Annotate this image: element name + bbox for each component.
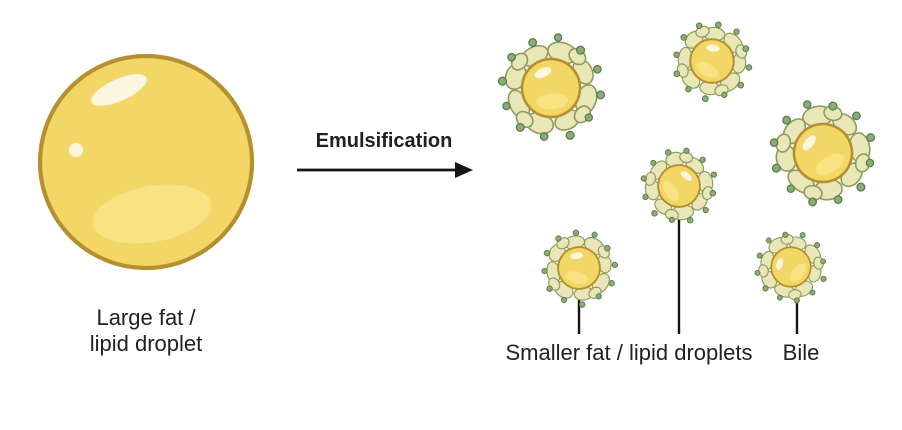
emulsification-label: Emulsification [316, 130, 453, 152]
arrow-head [455, 162, 473, 178]
large-lipid-droplet [37, 53, 255, 271]
bile-label: Bile [783, 340, 820, 365]
emulsification-arrow [297, 162, 473, 178]
large-droplet-label-line1: Large fat / [96, 305, 196, 330]
small-droplet-5 [527, 215, 632, 320]
large-droplet-label-line2: lipid droplet [90, 331, 203, 356]
large-droplet-highlight-dot [69, 143, 83, 157]
large-droplet-soft-highlight [92, 184, 212, 244]
small-droplet-3 [754, 83, 892, 221]
large-droplet-highlight [91, 74, 147, 106]
small-droplet-6 [738, 214, 843, 319]
small-droplets-label: Smaller fat / lipid droplets [506, 340, 753, 365]
small-droplet-4 [630, 136, 730, 236]
small-droplet-2 [655, 3, 771, 119]
small-droplet-1 [489, 25, 614, 149]
